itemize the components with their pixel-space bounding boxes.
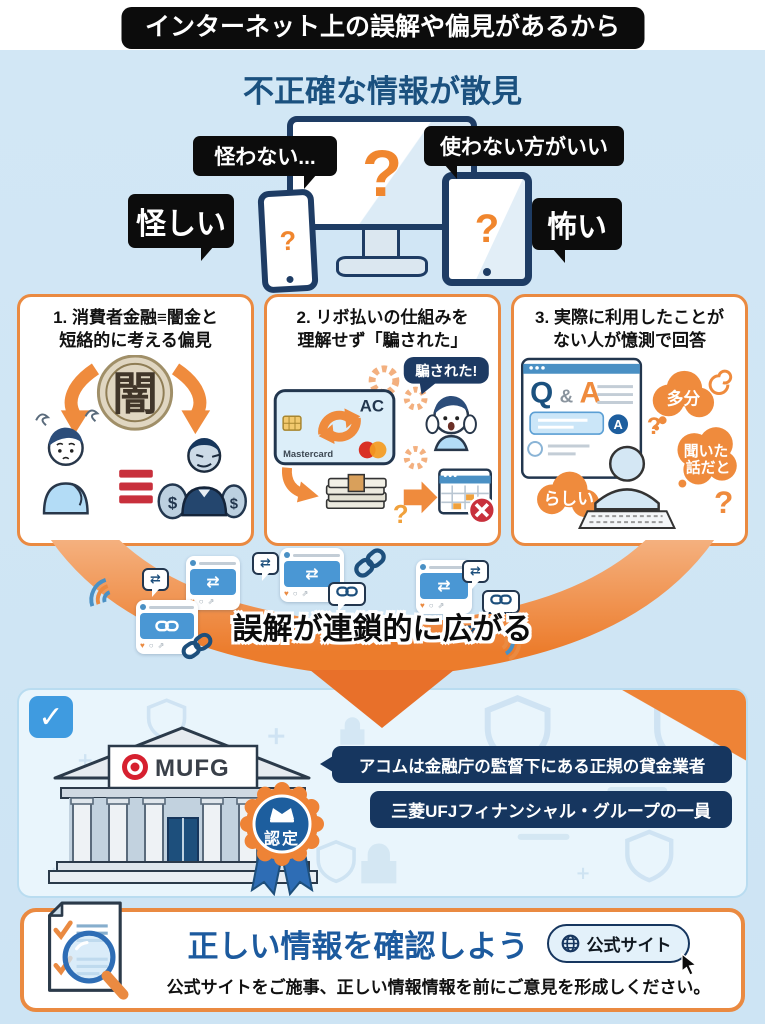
loan-shark-icon: $ $ [157,437,247,520]
question-mark-icon: ? [278,225,297,256]
retweet-bubble-icon: ⇄ [462,560,489,589]
money-stack-icon [325,473,387,509]
cursor-icon [680,952,697,975]
mufg-logo: MUFG [122,754,230,782]
shocked-person-icon [425,395,477,452]
svg-text:Q & A: Q & A [530,376,601,409]
svg-text:$: $ [230,496,239,512]
damasareta-bubble: 騙された! [403,356,489,395]
section-heading: 不正確な情報が散見 [243,74,522,109]
document-check-illustration [30,901,146,1009]
speech-bubble-doubt: 怪わない... [193,136,337,189]
chain-link-icon [336,586,358,597]
svg-text:らしい: らしい [543,489,593,508]
wifi-icon [501,629,522,661]
retweet-bubble-icon: ⇄ [142,568,169,597]
svg-text:MUFG: MUFG [155,755,230,782]
spread-section: ⇄ ⇄ ♥○⇗ ⇄ ⇄ ♥○⇗ ⇄ ♥○⇗ ⇄ ⇄ [0,540,765,732]
thought-cloud-kiita: 聞いた 話だと [677,427,737,488]
retweet-icon: ⇄ [190,569,236,595]
chain-link-icon [354,548,386,578]
footer-note: 公式サイトをご施事、正しい情報情報を前にご意見を形成しください。 [166,977,711,997]
svg-text:認定: 認定 [264,829,300,848]
magnifier-icon [62,930,116,984]
speech-bubble-scary: 怖い [532,198,622,263]
thought-cloud-rashii: らしい [537,471,608,524]
thought-cloud-maybe: 多分 [652,370,715,431]
svg-text:騙された!: 騙された! [415,362,477,380]
credit-card-icon: AC Mastercard [273,388,396,466]
bubble-mufg-group: 三菱UFJフィナンシャル・グループの一員 [370,791,732,828]
retweet-bubble-icon: ⇄ [252,552,279,581]
tablet-icon: ? [442,172,532,286]
monitor-stand [362,228,400,259]
question-mark-icon: ? [714,484,733,520]
footer-card: 正しい情報を確認しよう 公式サイト 公式サイトをご施事、正しい情報情報を前にご意… [20,901,745,1012]
anonymous-person-icon [578,445,677,529]
card-title: 1. 消費者金融≡闇金と短絡的に考える偏見 [53,308,218,350]
retweet-icon: ⇄ [458,617,479,644]
card-ribo-damasareta: 2. リボ払いの仕組みを理解せず「騙された」 騙された! [264,294,501,546]
link-bubble-icon [482,590,520,620]
qa-browser-window: Q & A A [520,357,643,479]
wifi-icon [89,578,111,607]
svg-text:聞いた 話だと: 聞いた 話だと [684,443,733,477]
equals-sign [119,469,153,504]
svg-text:闇: 闇 [112,368,157,419]
check-badge: ✓ [29,696,73,738]
footer-content: 正しい情報を確認しよう 公式サイト 公式サイトをご施事、正しい情報情報を前にご意… [150,921,727,998]
yami-coin-icon: 闇 [96,354,174,431]
chain-link-icon [490,594,512,605]
card-yamikin-bias: 1. 消費者金融≡闇金と短絡的に考える偏見 闇 [17,294,254,546]
spread-caption: 誤解が連鎖的に広がる [232,613,533,646]
card-guess-answers: 3. 実際に利用したことがない人が憶測で回答 Q & A A [511,294,748,546]
chain-link-icon [181,632,213,660]
certified-badge: 認定 [240,782,324,896]
globe-icon [561,934,579,952]
question-mark-icon: ? [474,206,500,251]
card-title: 2. リボ払いの仕組みを理解せず「騙された」 [296,308,469,350]
svg-text:A: A [613,417,622,432]
card3-illustration: Q & A A 多分 [520,357,737,529]
top-banner: インターネット上の誤解や偏見があるから [120,7,645,49]
social-post-icon: ⇄ ♥○⇗ [416,560,472,614]
card-title: 3. 実際に利用したことがない人が憶測で回答 [535,308,724,350]
card1-illustration: 闇 [35,354,247,520]
smartphone-icon: ? [257,188,319,294]
swirl-icon [708,369,733,395]
bubble-regulated-lender: アコムは金融庁の監督下にある正規の貸金業者 [320,746,732,783]
svg-text:$: $ [168,493,178,512]
official-site-button[interactable]: 公式サイト [546,923,697,975]
question-mark-icon: ? [393,501,409,529]
devices-illustration: ? ? ? 怪わない... 使わない方がいい 怪しい 怖い [0,108,765,300]
card2-illustration: 騙された! AC [273,356,494,529]
crown-icon [270,808,294,823]
speech-bubble-suspicious: 怪しい [128,194,234,261]
retweet-icon: ⇄ [420,573,468,599]
worried-person-icon [35,409,100,515]
link-icon [140,613,194,639]
calendar-icon [438,468,494,525]
official-site-label: 公式サイト [586,935,672,955]
question-mark-icon: ? [361,136,403,210]
monitor-base [336,256,428,277]
svg-text:AC: AC [360,396,384,415]
misconception-cards: 1. 消費者金融≡闇金と短絡的に考える偏見 闇 [17,294,748,546]
social-post-icon: ⇄ ♥○⇗ [186,556,240,610]
question-mark-icon: ? [647,414,662,440]
speech-bubble-dont-use: 使わない方がいい [424,126,624,179]
svg-text:Mastercard: Mastercard [283,448,333,459]
link-bubble-icon [328,582,366,612]
svg-text:多分: 多分 [667,388,701,408]
footer-title: 正しい情報を確認しよう [187,928,529,964]
